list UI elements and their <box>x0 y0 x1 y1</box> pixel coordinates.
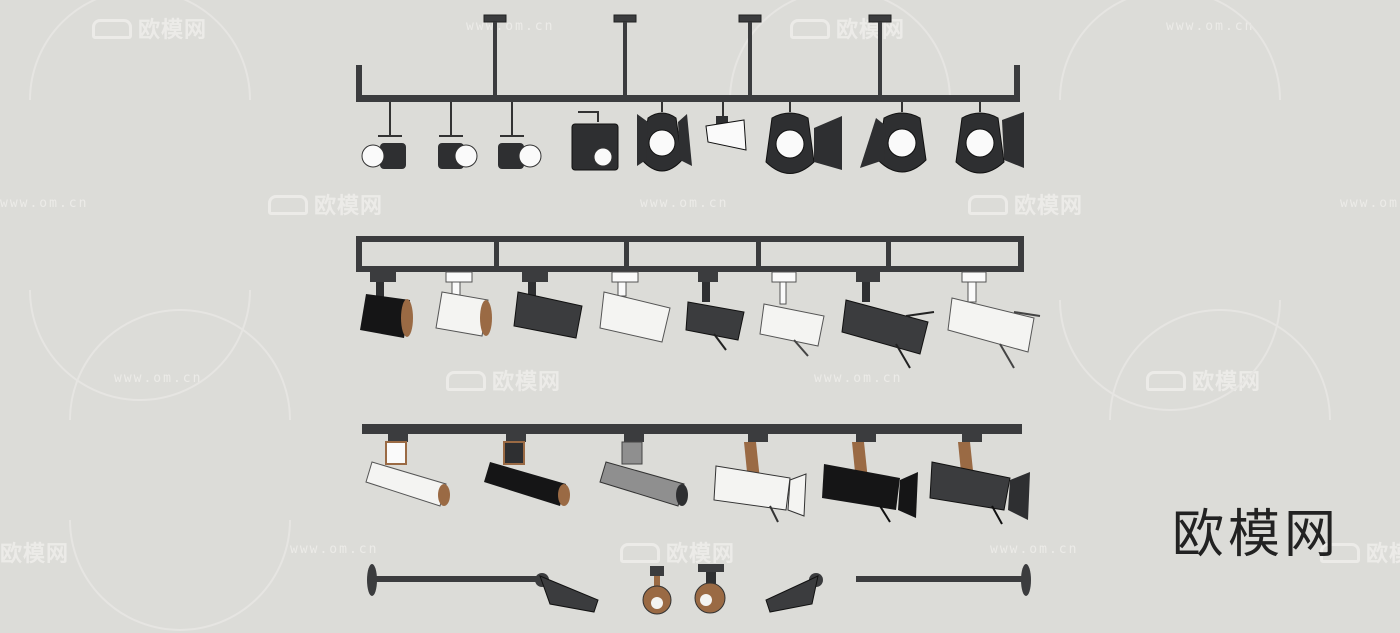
watermark-brand: 欧模网 <box>968 188 1083 220</box>
watermark-logo-icon <box>968 195 1008 215</box>
fresnel-spotlight <box>637 102 692 172</box>
barndoor-spotlight-white <box>947 271 1041 369</box>
watermark-logo-icon <box>446 371 486 391</box>
watermark-url: www.om.cn <box>290 542 379 557</box>
watermark-url: www.om.cn <box>466 19 555 34</box>
watermark-url: www.om.cn <box>814 371 903 386</box>
ceiling-mini-spotlight <box>694 564 726 614</box>
row1-suspended-track <box>356 14 1020 102</box>
tube-spotlight-black <box>484 434 570 506</box>
stage-spotlight-dark <box>929 434 1030 525</box>
globe-spotlight <box>361 102 406 169</box>
watermark-logo-icon <box>790 19 830 39</box>
flag-spotlight <box>705 102 747 151</box>
watermark-brand: 欧模网 <box>0 542 70 567</box>
row3-track-spotlights <box>365 434 1030 525</box>
wall-arm-floodlight-right <box>765 564 1031 613</box>
watermark-brand: 欧模网 <box>92 12 207 44</box>
finned-spotlight-white <box>759 271 825 357</box>
ceiling-mini-spotlight <box>642 566 672 615</box>
watermark-brand: 欧模网 <box>1320 536 1400 568</box>
watermark-brand: 欧模网 <box>620 536 735 568</box>
finned-spotlight-dark <box>685 272 745 351</box>
box-floodlight <box>571 111 619 171</box>
stage-spotlight-white <box>713 434 807 523</box>
watermark-logo-icon <box>1320 543 1360 563</box>
track-rail <box>356 95 1020 102</box>
watermark-logo-icon <box>620 543 660 563</box>
cylinder-spotlight-white <box>435 271 492 337</box>
stage-spotlight-black <box>822 434 918 523</box>
fresnel-spotlight <box>765 102 842 174</box>
tube-spotlight-white <box>365 434 450 507</box>
ceiling-mount <box>483 14 507 23</box>
watermark-url: www.om.cn <box>990 542 1079 557</box>
watermark-logo-icon <box>1146 371 1186 391</box>
globe-spotlight <box>498 102 542 169</box>
cylinder-spotlight-black <box>360 272 413 338</box>
ceiling-mount <box>868 14 892 23</box>
watermark-url: www.om.cn <box>1340 196 1400 211</box>
ceiling-mount <box>613 14 637 23</box>
row1-spotlights <box>361 102 1024 174</box>
cylinder-spotlight-dark <box>513 272 583 339</box>
wall-arm-floodlight-left <box>367 564 599 613</box>
watermark-arcs <box>29 0 1331 631</box>
row2-track-spotlights <box>360 271 1041 369</box>
brand-label: 欧模网 <box>1172 505 1341 565</box>
ceiling-mount <box>738 14 762 23</box>
watermark-brand: 欧模网 <box>268 188 383 220</box>
watermark-logo-icon <box>268 195 308 215</box>
barndoor-spotlight-dark <box>841 272 935 369</box>
watermark-url: www.om.cn <box>640 196 729 211</box>
fresnel-spotlight <box>860 102 927 173</box>
watermark-url: www.om.cn <box>1166 19 1255 34</box>
row3-track-rail <box>362 424 1022 434</box>
watermark-url: www.om.cn <box>0 196 89 211</box>
watermark-brand: 欧模网 <box>1146 364 1261 396</box>
cylinder-spotlight-white <box>599 271 671 343</box>
row4-wall-fixtures <box>367 564 1031 615</box>
tube-spotlight-grey <box>599 434 688 507</box>
row2-track-frame <box>356 236 1024 272</box>
watermark-logo-icon <box>92 19 132 39</box>
watermark-url: www.om.cn <box>114 371 203 386</box>
watermark-brand: 欧模网 <box>446 364 561 396</box>
fresnel-spotlight <box>955 102 1024 174</box>
globe-spotlight <box>438 102 478 169</box>
